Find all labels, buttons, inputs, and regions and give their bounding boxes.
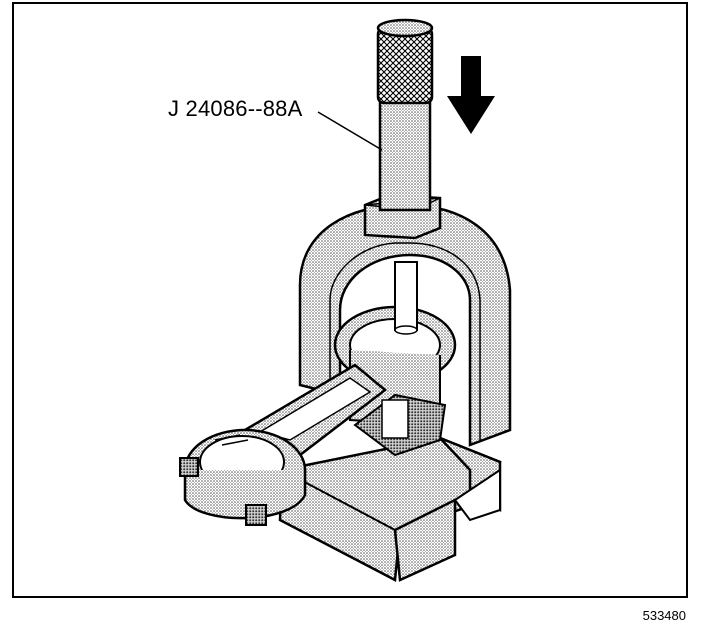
press-pin-tool (376, 18, 434, 335)
callout-leader-line (317, 111, 383, 151)
figure-number: 533480 (642, 608, 686, 623)
tool-callout-label: J 24086--88A (168, 96, 303, 121)
piston-assembly (333, 305, 457, 457)
connecting-rod (179, 363, 388, 526)
base-block (278, 436, 502, 582)
down-arrow-icon (447, 56, 495, 134)
